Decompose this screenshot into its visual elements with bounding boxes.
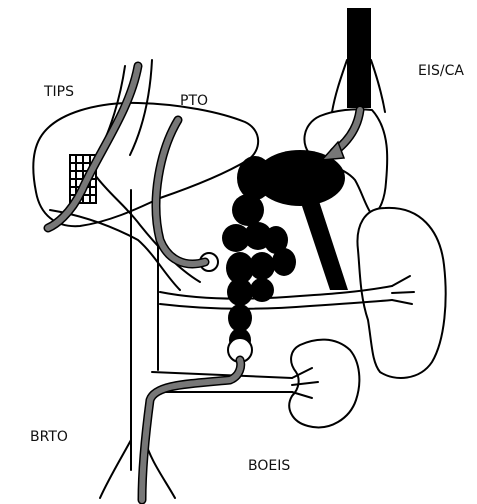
label-tips: TIPS [43, 84, 74, 100]
label-boeis: BOEIS [248, 458, 290, 474]
esophagus [347, 8, 371, 108]
gastric-varices [222, 150, 348, 352]
label-pto: PTO [180, 93, 208, 109]
brto-catheter [142, 360, 241, 500]
label-eis-ca: EIS/CA [418, 63, 464, 79]
splenic-vein [160, 286, 392, 299]
label-brto: BRTO [30, 429, 68, 445]
splenic-vein-lower [160, 300, 392, 309]
iliac-branches [100, 440, 175, 498]
